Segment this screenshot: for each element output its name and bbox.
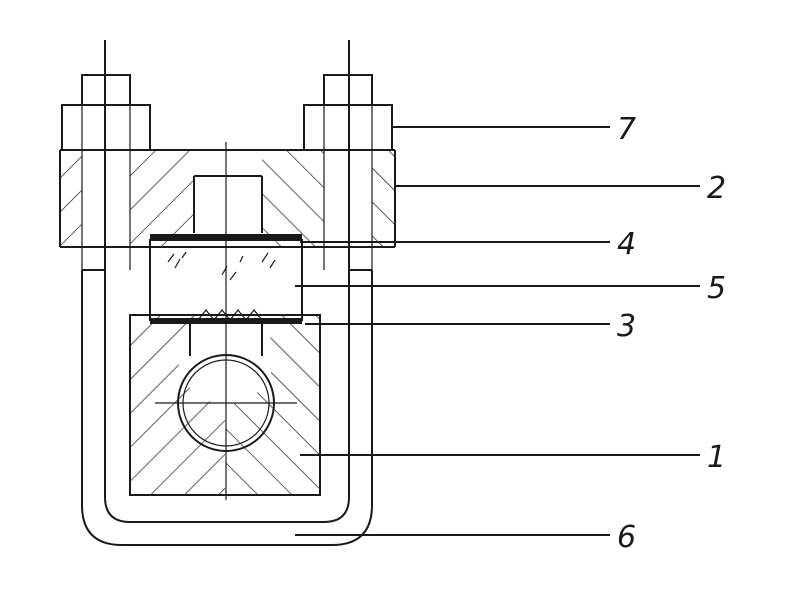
callout-3: 3 bbox=[617, 309, 636, 344]
leader-lines bbox=[295, 126, 700, 536]
u-bolt bbox=[81, 269, 373, 546]
callout-6: 6 bbox=[617, 520, 636, 555]
clamp-body bbox=[129, 314, 321, 496]
callout-5: 5 bbox=[707, 271, 726, 306]
callout-1: 1 bbox=[707, 440, 726, 475]
callout-2: 2 bbox=[707, 171, 726, 206]
top-plate bbox=[59, 149, 396, 248]
callout-4: 4 bbox=[617, 227, 636, 262]
callout-labels: 7 2 4 5 3 1 6 bbox=[617, 112, 726, 555]
callout-7: 7 bbox=[617, 112, 636, 147]
